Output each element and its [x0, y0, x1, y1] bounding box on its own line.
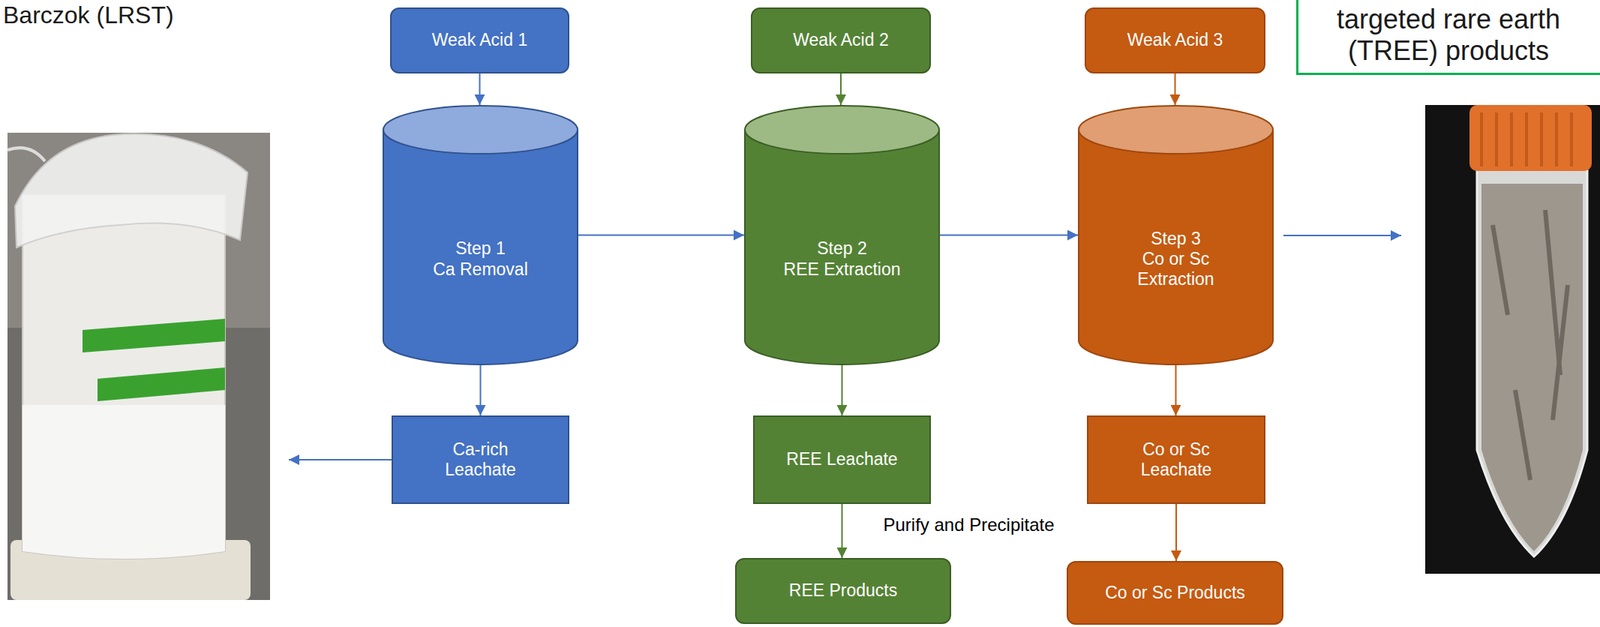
photo-background — [7, 132, 271, 601]
text-wrap: Ca-rich Leachate — [432, 439, 530, 481]
text-wrap: Step 2REE Extraction — [783, 238, 901, 280]
process-cylinder: Step 1Ca Removal — [382, 105, 579, 366]
flow-arrow — [479, 73, 481, 106]
node-text: Co or Sc Leachate — [1127, 439, 1225, 481]
beaker — [22, 195, 226, 559]
text-wrap: Co or Sc Products — [1104, 582, 1246, 604]
flow-arrow — [1175, 504, 1177, 562]
tube-body — [1476, 168, 1588, 557]
text-wrap: Weak Acid 1 — [432, 30, 528, 51]
text-wrap: Weak Acid 2 — [792, 30, 889, 51]
cable — [7, 147, 46, 162]
node-text: Ca Removal — [432, 259, 529, 280]
node-text: Step 3 — [1128, 228, 1223, 250]
cylinder-top — [1078, 105, 1273, 154]
cylinder-top — [744, 105, 940, 154]
powder-texture — [1492, 210, 1568, 481]
beaker-photo — [7, 132, 271, 601]
arrow-to-photo — [1283, 234, 1402, 237]
node-text: REE Extraction — [783, 259, 901, 280]
plastic-bag — [15, 134, 248, 248]
beaker-liquid — [22, 405, 226, 559]
flow-arrow — [840, 73, 842, 106]
label-tape — [97, 367, 226, 402]
flow-arrow — [841, 504, 844, 559]
cylinder-top — [383, 105, 578, 154]
node-text: Co or Sc Products — [1104, 582, 1246, 604]
cylinder-shape — [744, 105, 940, 366]
tube-cap — [1469, 105, 1592, 172]
node-text: Weak Acid 2 — [792, 30, 889, 51]
flow-arrow — [841, 365, 844, 416]
node-text: Ca-rich Leachate — [432, 439, 530, 481]
flow-arrow — [1175, 365, 1177, 416]
node-text: Co or Sc Extraction — [1128, 249, 1223, 290]
edge-label: Purify and Precipitate — [881, 514, 1057, 536]
input-box: Weak Acid 3 — [1084, 7, 1266, 74]
leachate-box: REE Leachate — [753, 415, 931, 505]
flow-arrow — [480, 365, 482, 416]
product-box: REE Products — [735, 558, 952, 625]
cylinder-body — [1078, 129, 1273, 365]
flow-arrow — [939, 234, 1078, 237]
cap-ridges — [1481, 112, 1572, 167]
leachate-box: Ca-rich Leachate — [391, 415, 570, 505]
author-label: Barczok (LRST) — [3, 1, 175, 30]
input-box: Weak Acid 1 — [390, 7, 570, 74]
photo-background — [1425, 105, 1600, 574]
cylinder-shape — [382, 105, 579, 366]
text-wrap: Co or Sc Leachate — [1127, 439, 1225, 481]
powder-sample — [1481, 183, 1583, 552]
text-wrap: REE Leachate — [786, 449, 898, 470]
text-wrap: REE Products — [789, 580, 898, 601]
cylinder-body — [744, 129, 940, 365]
process-cylinder: Step 2REE Extraction — [744, 105, 940, 366]
text-wrap: Weak Acid 3 — [1127, 30, 1223, 51]
text-wrap: targeted rare earth (TREE) products — [1305, 3, 1591, 68]
arrow-to-photo — [288, 459, 392, 461]
leachate-box: Co or Sc Leachate — [1086, 415, 1266, 505]
text-wrap: Step 1Ca Removal — [432, 238, 529, 280]
tube-photo — [1425, 105, 1600, 574]
node-text: Weak Acid 3 — [1127, 30, 1223, 51]
node-text: Step 1 — [432, 238, 529, 259]
node-text: Weak Acid 1 — [432, 30, 528, 51]
process-cylinder: Step 3Co or Sc Extraction — [1077, 105, 1274, 366]
input-box: Weak Acid 2 — [750, 7, 931, 74]
node-text: Step 2 — [783, 238, 901, 259]
text-wrap: Step 3Co or Sc Extraction — [1128, 228, 1223, 290]
cylinder-body — [383, 129, 578, 365]
label-tape — [82, 318, 226, 353]
flow-arrow — [1174, 73, 1177, 106]
node-text: REE Products — [789, 580, 898, 601]
node-text: targeted rare earth (TREE) products — [1305, 3, 1591, 68]
flow-arrow — [578, 234, 745, 237]
product-box: Co or Sc Products — [1066, 561, 1284, 625]
node-text: REE Leachate — [786, 449, 898, 470]
note-box: targeted rare earth (TREE) products — [1296, 0, 1600, 76]
